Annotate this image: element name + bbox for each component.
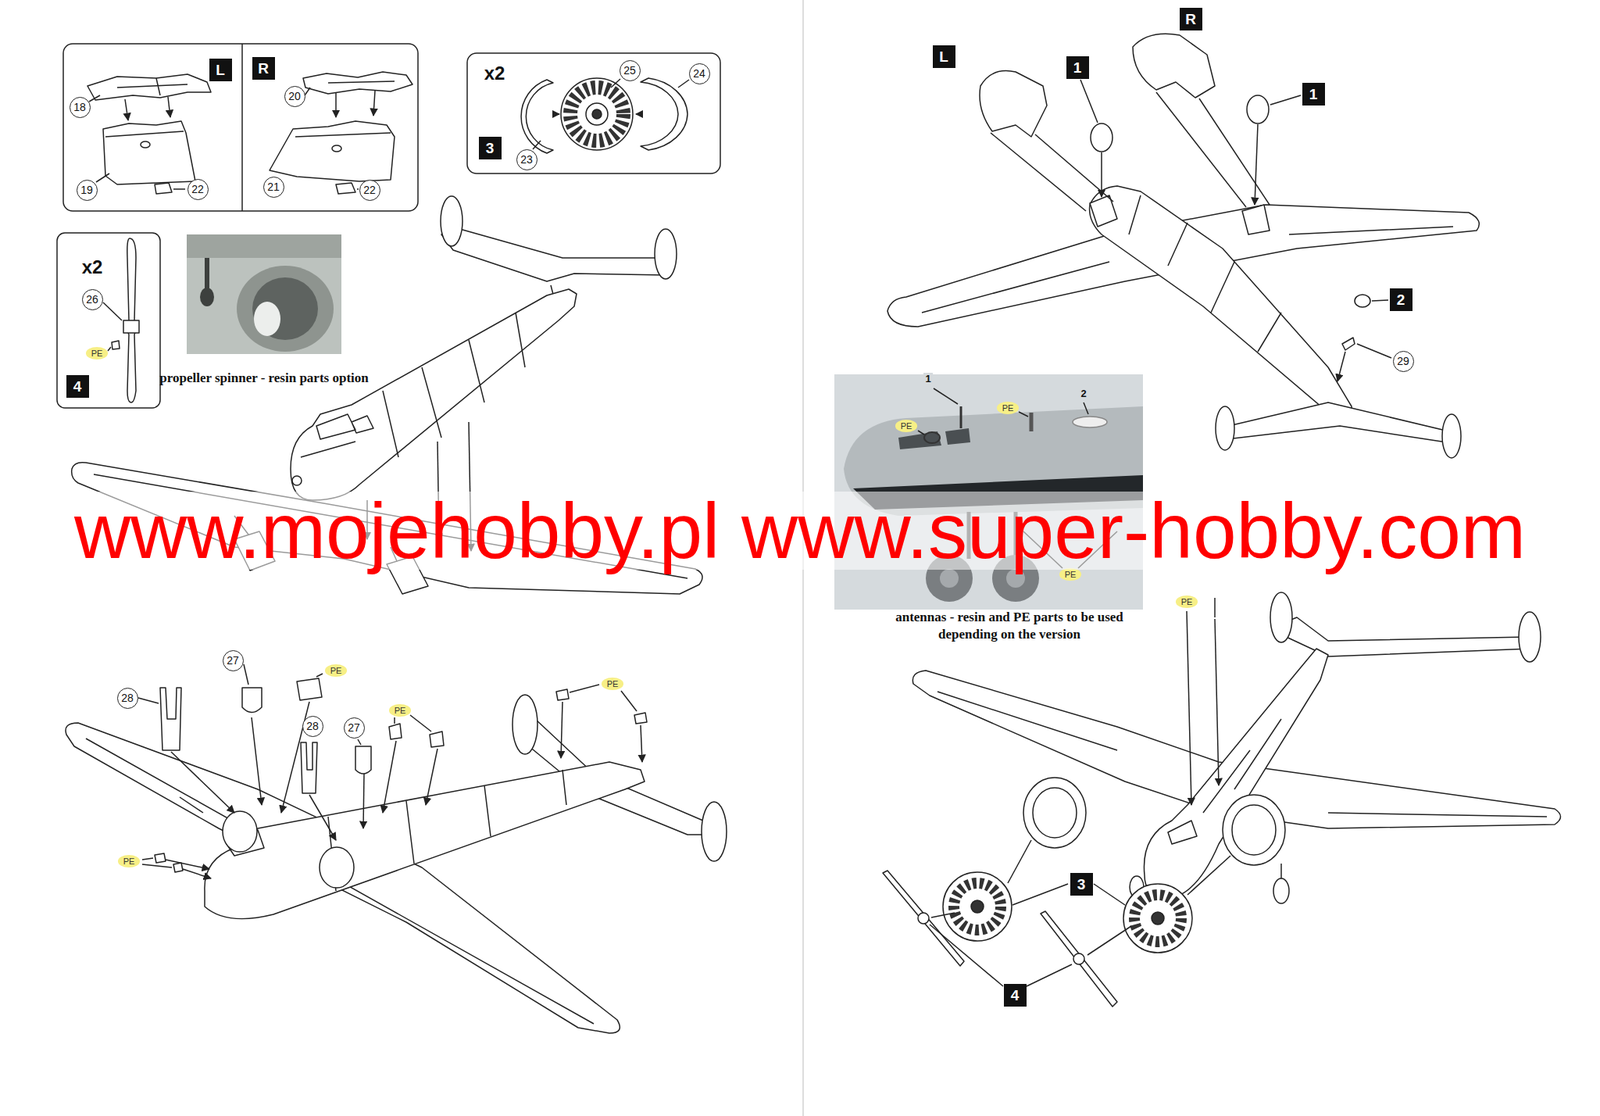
part-number-text: 22 — [363, 184, 376, 196]
part-number-text: 21 — [267, 181, 280, 193]
watermark: www.mojehobby.pl www.super-hobby.com — [74, 491, 1526, 570]
callout-number: 23 — [516, 149, 538, 171]
callout-number: 24 — [689, 63, 711, 85]
callout-number: 29 — [1392, 350, 1415, 372]
step-number: R — [252, 57, 275, 80]
part-number-text: L — [215, 62, 225, 78]
step-number: 3 — [1070, 872, 1093, 896]
part-number-text: 25 — [623, 64, 636, 76]
callout-number: 22 — [187, 178, 209, 200]
callout-number: 28 — [302, 715, 324, 737]
part-number-text: 28 — [121, 692, 134, 704]
part-number-text: R — [257, 60, 269, 76]
callout-number: 18 — [69, 96, 91, 118]
photo-marker: 1 — [923, 372, 933, 385]
callout-number: 20 — [284, 85, 306, 108]
multiplier: x2 — [484, 62, 506, 85]
callout-number: 19 — [76, 179, 98, 201]
callout-number: 21 — [263, 176, 285, 198]
part-number-text: 1 — [1309, 86, 1318, 102]
pe-marker: PE — [85, 346, 109, 360]
part-number-text: 24 — [692, 67, 706, 79]
part-number-text: PE — [1064, 570, 1077, 579]
part-number-text: 20 — [288, 90, 301, 102]
pe-marker: PE — [325, 664, 348, 677]
multiplier: x2 — [484, 62, 506, 85]
callout-number: 22 — [359, 179, 381, 201]
photo-caption: antennas - resin and PE parts to be used… — [880, 608, 1139, 643]
photo-marker: 2 — [1078, 387, 1088, 400]
step-number: 4 — [66, 375, 90, 398]
pe-marker: PE — [601, 677, 625, 690]
part-number-text: PE — [607, 679, 619, 689]
part-number-text: 18 — [73, 101, 86, 113]
photo-caption: antennas - resin and PE parts to be used… — [880, 608, 1139, 643]
callout-number: 27 — [343, 717, 365, 739]
part-number-text: PE — [1002, 403, 1015, 413]
pe-marker: PE — [117, 854, 141, 868]
part-number-text: 4 — [1010, 987, 1020, 1003]
part-number-text: R — [1185, 11, 1197, 27]
photo-marker: 1 — [925, 372, 931, 385]
multiplier: x2 — [82, 256, 104, 279]
callout-number: 27 — [222, 650, 244, 672]
step-number: L — [209, 58, 233, 82]
photo-caption: propeller spinner - resin parts option — [150, 369, 378, 387]
part-number-text: PE — [330, 666, 343, 675]
pe-marker: PE — [895, 419, 918, 433]
callout-number: 28 — [117, 687, 139, 709]
part-number-text: 3 — [485, 140, 495, 156]
photo-marker: 2 — [1080, 387, 1086, 400]
part-number-text: 1 — [1073, 60, 1083, 75]
step-number: 1 — [1302, 82, 1325, 106]
pe-marker: PE — [1059, 567, 1083, 581]
part-number-text: PE — [91, 349, 104, 358]
callout-number: 26 — [82, 289, 104, 311]
part-number-text: 29 — [1396, 355, 1410, 367]
part-number-text: 23 — [520, 153, 533, 165]
multiplier: x2 — [82, 256, 104, 279]
step-number: 4 — [1003, 983, 1027, 1007]
part-number-text: 2 — [1396, 292, 1406, 308]
part-number-text: 22 — [191, 183, 204, 195]
pe-marker: PE — [996, 401, 1020, 415]
pe-marker: PE — [1175, 595, 1199, 608]
part-number-text: 3 — [1077, 876, 1086, 892]
step-number: R — [1179, 7, 1203, 31]
part-number-text: 28 — [306, 720, 319, 732]
part-number-text: PE — [394, 706, 407, 715]
step-number: 3 — [478, 136, 502, 160]
step-number: L — [932, 45, 956, 68]
pe-marker: PE — [389, 703, 412, 717]
part-number-text: 19 — [80, 184, 93, 196]
part-number-text: 26 — [85, 293, 99, 305]
part-number-text: 27 — [226, 654, 240, 666]
part-number-text: PE — [900, 421, 913, 431]
part-number-text: L — [939, 49, 949, 65]
part-number-text: PE — [123, 857, 136, 866]
part-number-text: PE — [1181, 597, 1193, 607]
part-number-text: 4 — [73, 378, 83, 394]
callout-number: 25 — [619, 60, 641, 82]
step-number: 2 — [1389, 288, 1413, 311]
part-number-text: 27 — [347, 721, 361, 733]
step-number: 1 — [1066, 56, 1090, 79]
watermark: www.mojehobby.pl www.super-hobby.com — [74, 491, 1526, 570]
photo-caption: propeller spinner - resin parts option — [150, 369, 378, 387]
